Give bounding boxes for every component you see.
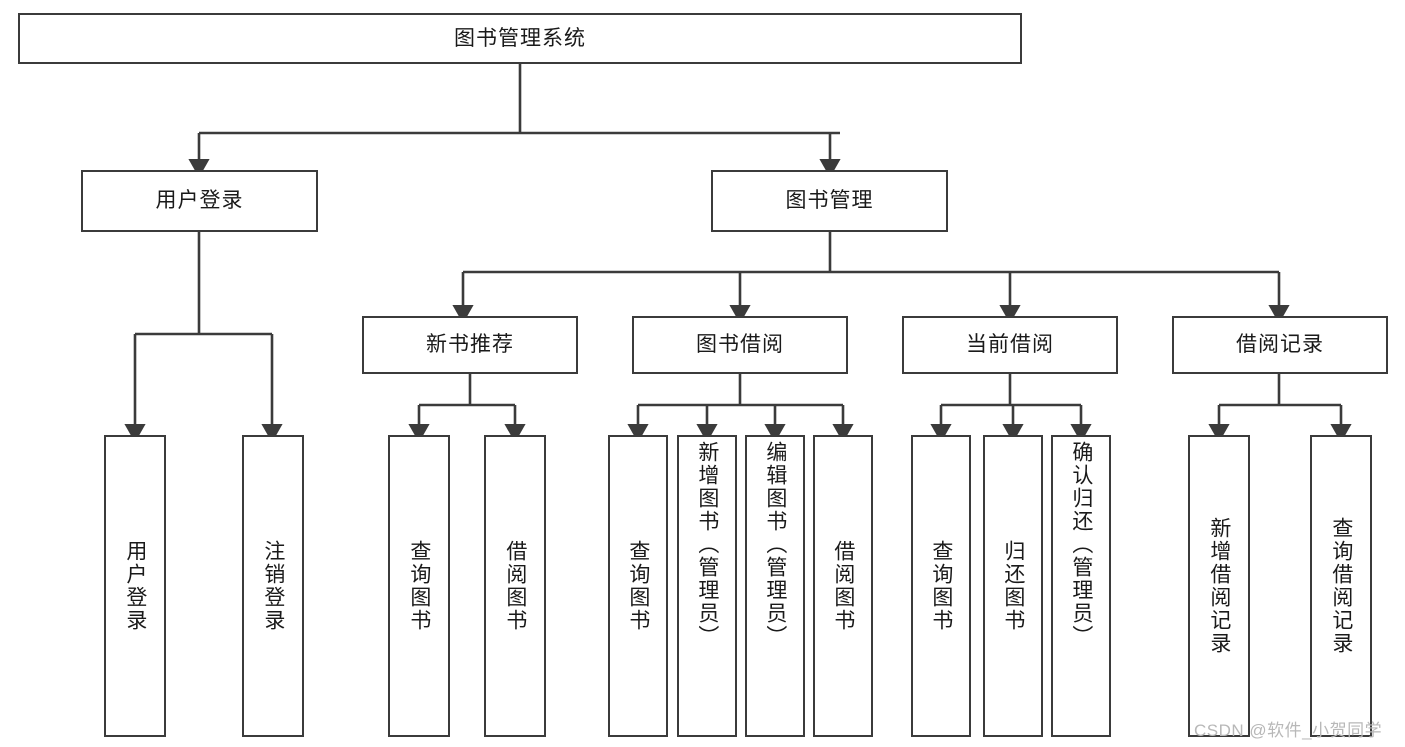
node-book-borrow-label: 图书借阅 bbox=[696, 333, 784, 357]
leaf-confirm-return-admin[interactable]: 确认归还（管理员） bbox=[1051, 435, 1111, 737]
leaf-add-borrow-record-label: 新增借阅记录 bbox=[1207, 517, 1231, 655]
leaf-query-book-current[interactable]: 查询图书 bbox=[911, 435, 971, 737]
leaf-query-borrow-record-label: 查询借阅记录 bbox=[1329, 517, 1353, 655]
leaf-logout[interactable]: 注销登录 bbox=[242, 435, 304, 737]
leaf-query-book-current-label: 查询图书 bbox=[929, 540, 953, 632]
leaf-query-book-recommend-label: 查询图书 bbox=[407, 540, 431, 632]
leaf-confirm-return-admin-label: 确认归还（管理员） bbox=[1069, 441, 1093, 648]
node-root[interactable]: 图书管理系统 bbox=[18, 13, 1022, 64]
leaf-borrow-book[interactable]: 借阅图书 bbox=[813, 435, 873, 737]
leaf-add-borrow-record[interactable]: 新增借阅记录 bbox=[1188, 435, 1250, 737]
node-current-borrow[interactable]: 当前借阅 bbox=[902, 316, 1118, 374]
node-user-login-label: 用户登录 bbox=[155, 189, 244, 213]
leaf-query-borrow-record[interactable]: 查询借阅记录 bbox=[1310, 435, 1372, 737]
node-new-book-recommend-label: 新书推荐 bbox=[426, 333, 514, 357]
leaf-user-login-label: 用户登录 bbox=[123, 540, 147, 632]
leaf-borrow-book-label: 借阅图书 bbox=[831, 540, 855, 632]
leaf-return-book-label: 归还图书 bbox=[1001, 540, 1025, 632]
node-new-book-recommend[interactable]: 新书推荐 bbox=[362, 316, 578, 374]
leaf-query-book-recommend[interactable]: 查询图书 bbox=[388, 435, 450, 737]
leaf-logout-label: 注销登录 bbox=[261, 540, 285, 632]
leaf-edit-book-admin[interactable]: 编辑图书（管理员） bbox=[745, 435, 805, 737]
leaf-add-book-admin[interactable]: 新增图书（管理员） bbox=[677, 435, 737, 737]
leaf-add-book-admin-label: 新增图书（管理员） bbox=[695, 441, 719, 648]
node-book-borrow[interactable]: 图书借阅 bbox=[632, 316, 848, 374]
node-root-label: 图书管理系统 bbox=[454, 26, 586, 50]
node-borrow-record[interactable]: 借阅记录 bbox=[1172, 316, 1388, 374]
csdn-watermark: CSDN @软件_小贺同学 bbox=[1194, 721, 1383, 740]
leaf-borrow-book-recommend-label: 借阅图书 bbox=[503, 540, 527, 632]
node-borrow-record-label: 借阅记录 bbox=[1236, 333, 1324, 357]
node-current-borrow-label: 当前借阅 bbox=[966, 333, 1054, 357]
leaf-edit-book-admin-label: 编辑图书（管理员） bbox=[763, 441, 787, 648]
leaf-query-book-borrow-label: 查询图书 bbox=[626, 540, 650, 632]
node-book-management[interactable]: 图书管理 bbox=[711, 170, 948, 232]
leaf-borrow-book-recommend[interactable]: 借阅图书 bbox=[484, 435, 546, 737]
leaf-query-book-borrow[interactable]: 查询图书 bbox=[608, 435, 668, 737]
node-user-login[interactable]: 用户登录 bbox=[81, 170, 318, 232]
leaf-return-book[interactable]: 归还图书 bbox=[983, 435, 1043, 737]
node-book-management-label: 图书管理 bbox=[785, 189, 874, 213]
leaf-user-login[interactable]: 用户登录 bbox=[104, 435, 166, 737]
